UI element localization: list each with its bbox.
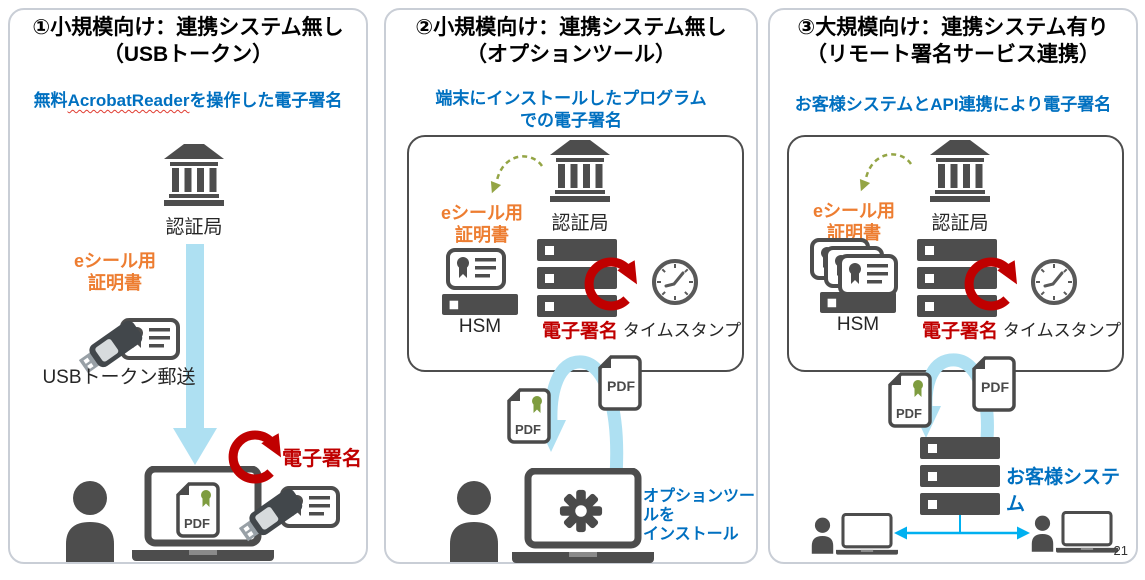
panel1-title-line2: （USBトークン） bbox=[102, 43, 274, 66]
tool-note: オプションツールを インストール bbox=[643, 487, 756, 544]
person-icon bbox=[66, 481, 114, 562]
panel1-title-line1: ①小規模向け：連携システム無し bbox=[32, 16, 344, 39]
tool-note-line2: インストール bbox=[643, 526, 739, 543]
panel1-subtitle-post: を操作した電子署名 bbox=[189, 91, 343, 110]
bank-icon bbox=[930, 140, 990, 202]
ca-label: 認証局 bbox=[551, 213, 609, 234]
pdf-signed-icon: PDF bbox=[888, 372, 932, 428]
panel2-subtitle-line2: での電子署名 bbox=[520, 111, 622, 130]
panel2-subtitle: 端末にインストールしたプログラム での電子署名 bbox=[386, 88, 756, 132]
panel1-subtitle-brand: AcrobatReader bbox=[67, 91, 190, 110]
connector-line bbox=[959, 515, 961, 534]
down-arrow-icon bbox=[173, 244, 217, 465]
eseal-cert-line1: eシール用 bbox=[73, 251, 156, 271]
pdf-label: PDF bbox=[184, 516, 210, 531]
person-icon bbox=[811, 517, 834, 554]
clock-icon bbox=[1031, 259, 1077, 305]
ca-label: 認証局 bbox=[165, 217, 223, 238]
bank-icon bbox=[550, 140, 610, 202]
clock-icon bbox=[652, 259, 698, 305]
bank-icon bbox=[164, 144, 224, 206]
laptop-icon bbox=[836, 513, 898, 557]
timestamp-label: タイムスタンプ bbox=[622, 321, 742, 340]
panel1-subtitle: 無料AcrobatReaderを操作した電子署名 bbox=[10, 90, 366, 112]
usb-mail-label: USBトークン郵送 bbox=[42, 367, 196, 388]
panel-usb-token: ①小規模向け：連携システム無し （USBトークン） 無料AcrobatReade… bbox=[8, 8, 368, 564]
customer-server-stack-icon bbox=[920, 437, 1000, 515]
laptop-icon bbox=[1056, 511, 1118, 555]
person-icon bbox=[450, 481, 498, 562]
panel3-title: ③大規模向け：連携システム有り （リモート署名サービス連携） bbox=[770, 14, 1136, 68]
pdf-signed-icon: PDF bbox=[176, 482, 220, 538]
pdf-icon: PDF bbox=[598, 355, 642, 411]
eseal-cert-line2: 証明書 bbox=[88, 273, 142, 293]
panel-option-tool: ②小規模向け：連携システム無し （オプションツール） 端末にインストールしたプロ… bbox=[384, 8, 758, 564]
pdf-label: PDF bbox=[515, 422, 541, 437]
pdf-icon: PDF bbox=[972, 356, 1016, 412]
page-number: 21 bbox=[1113, 543, 1128, 558]
panel-remote-sign: ③大規模向け：連携システム有り （リモート署名サービス連携） お客様システムとA… bbox=[768, 8, 1138, 564]
panel2-title: ②小規模向け：連携システム無し （オプションツール） bbox=[386, 14, 756, 68]
panel1-subtitle-pre: 無料 bbox=[33, 91, 68, 110]
customer-system-label: お客様システム bbox=[1006, 467, 1121, 515]
panel2-title-line2: （オプションツール） bbox=[466, 43, 676, 66]
issue-arrow-icon bbox=[486, 155, 544, 197]
link-arrow-icon bbox=[894, 525, 1030, 541]
tool-note-line1: オプションツールを bbox=[643, 488, 756, 524]
pdf-label: PDF bbox=[981, 379, 1009, 395]
gear-icon bbox=[559, 489, 603, 533]
panel2-title-line1: ②小規模向け：連携システム無し bbox=[415, 16, 727, 39]
panel3-title-line2: （リモート署名サービス連携） bbox=[806, 43, 1100, 66]
sign-label: 電子署名 bbox=[921, 321, 998, 342]
hsm-label: HSM bbox=[836, 314, 880, 335]
pdf-label: PDF bbox=[896, 406, 922, 421]
pdf-signed-icon: PDF bbox=[507, 388, 551, 444]
hsm-label: HSM bbox=[458, 316, 502, 337]
certificate-icon bbox=[446, 248, 506, 290]
certificate-stack-icon bbox=[810, 238, 900, 298]
panel3-title-line1: ③大規模向け：連携システム有り bbox=[797, 16, 1109, 39]
sign-label: 電子署名 bbox=[541, 321, 618, 342]
panel3-subtitle: お客様システムとAPI連携により電子署名 bbox=[794, 95, 1112, 114]
hsm-icon bbox=[442, 294, 518, 315]
sign-cycle-icon bbox=[578, 251, 644, 317]
eseal-cert-line2: 証明書 bbox=[455, 225, 509, 245]
hsm-icon bbox=[820, 292, 896, 313]
panel1-title: ①小規模向け：連携システム無し （USBトークン） bbox=[10, 14, 366, 68]
person-icon bbox=[1031, 515, 1054, 552]
eseal-cert-label: eシール用 証明書 bbox=[426, 202, 538, 246]
eseal-cert-line1: eシール用 bbox=[440, 203, 523, 223]
timestamp-label: タイムスタンプ bbox=[1002, 321, 1122, 340]
eseal-cert-line1: eシール用 bbox=[812, 201, 895, 221]
sign-cycle-icon bbox=[224, 426, 286, 488]
ca-label: 認証局 bbox=[931, 213, 989, 234]
pdf-label: PDF bbox=[607, 378, 635, 394]
eseal-cert-label: eシール用 証明書 bbox=[50, 250, 180, 294]
issue-arrow-icon bbox=[855, 153, 913, 195]
eseal-cert-line2: 証明書 bbox=[827, 223, 881, 243]
panel2-subtitle-line1: 端末にインストールしたプログラム bbox=[435, 89, 707, 108]
eseal-cert-label: eシール用 証明書 bbox=[798, 200, 910, 244]
sign-label: 電子署名 bbox=[282, 448, 362, 470]
sign-cycle-icon bbox=[958, 251, 1024, 317]
